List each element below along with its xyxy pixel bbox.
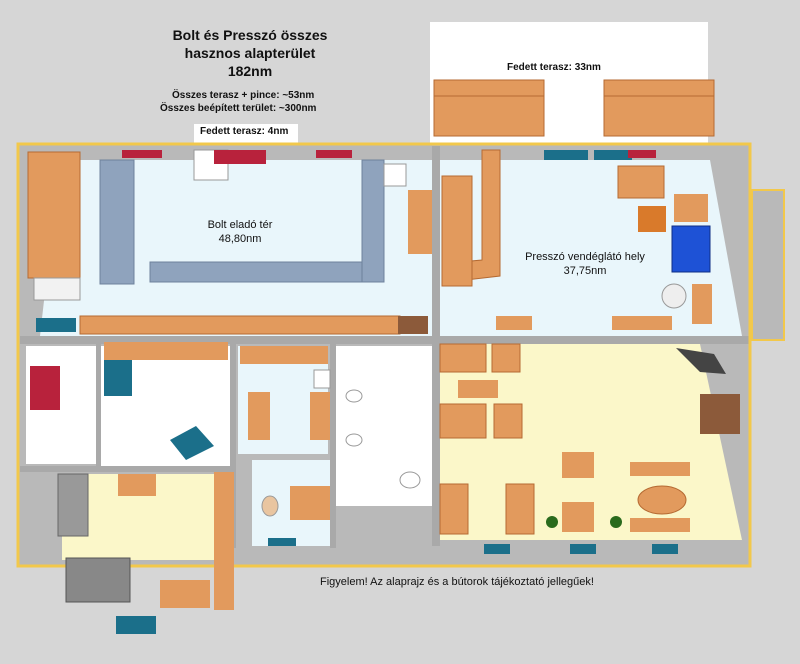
- shop-area: 48,80nm: [218, 233, 262, 245]
- round-table: [661, 283, 687, 309]
- lounge-chair-2: [493, 403, 523, 439]
- window-5: [628, 150, 656, 158]
- blue-armchair: [671, 225, 711, 273]
- horizontal-wall: [20, 336, 750, 344]
- oval-table: [637, 485, 687, 515]
- office-desk-2: [160, 580, 210, 608]
- title: Bolt és Presszó összes hasznos alapterül…: [150, 26, 350, 80]
- kitchen-cabinet-2: [310, 392, 330, 440]
- gondola-1: [99, 159, 135, 285]
- title-line-1: Bolt és Presszó összes: [172, 27, 328, 43]
- title-line-3: 182nm: [227, 63, 273, 79]
- large-terrace-label: Fedett terasz: 33nm: [507, 62, 601, 73]
- lounge-window-2: [570, 544, 596, 554]
- plant-1: [546, 516, 558, 528]
- toilet-2: [345, 389, 363, 403]
- lounge-door: [700, 394, 740, 434]
- lounge-chairs-row-2: [630, 518, 690, 532]
- window-2: [316, 150, 352, 158]
- lounge-chair-1: [491, 343, 521, 373]
- lounge-chair-5: [562, 452, 594, 478]
- small-terrace-floor: [194, 124, 298, 144]
- shop-name: Bolt eladó tér: [207, 219, 273, 231]
- lounge-armchair-3: [439, 483, 469, 535]
- door-blue: [36, 318, 76, 332]
- built-area-total: Összes beépített terület: ~300nm: [160, 103, 317, 114]
- cash-desk: [398, 316, 428, 334]
- shop-label: Bolt eladó tér 48,80nm: [200, 218, 280, 246]
- cafe-area: 37,75nm: [563, 265, 607, 277]
- office-window: [116, 616, 156, 634]
- shop-floor: [40, 160, 432, 336]
- tv: [676, 348, 726, 374]
- cafe-chairs-3: [692, 284, 712, 324]
- door-top: [214, 150, 266, 164]
- lounge-window-1: [484, 544, 510, 554]
- bath-window: [268, 538, 296, 546]
- office-sofa: [57, 473, 89, 537]
- store-shelf: [104, 342, 228, 360]
- toilet-3: [261, 495, 279, 517]
- hall-wall: [96, 342, 101, 468]
- terrace-bench-1: [433, 79, 545, 137]
- gondola-3: [361, 159, 385, 283]
- cafe-name: Presszó vendéglátó hely: [525, 251, 645, 263]
- cafe-label: Presszó vendéglátó hely 37,75nm: [520, 250, 650, 278]
- title-line-2: hasznos alapterület: [184, 45, 316, 61]
- window-4: [594, 150, 632, 160]
- office-wardrobe: [214, 472, 234, 610]
- lounge-window-3: [652, 544, 678, 554]
- store-window: [104, 360, 132, 396]
- gondola-2: [149, 261, 383, 283]
- lounge-sofa-2: [439, 403, 487, 439]
- shop-right-shelf: [408, 190, 432, 254]
- terrace-bench-2: [603, 79, 715, 137]
- mid-wall-2: [330, 342, 336, 548]
- lounge-chairs-row: [630, 462, 690, 476]
- kitchen-cabinet: [248, 392, 270, 440]
- mid-wall: [230, 342, 236, 548]
- window-3: [544, 150, 588, 160]
- lounge-armchair-4: [505, 483, 535, 535]
- kitchen-top: [240, 346, 328, 364]
- sink: [399, 471, 421, 489]
- lounge-table-1: [458, 380, 498, 398]
- shower: [290, 486, 330, 520]
- shelf-left: [27, 151, 81, 279]
- office-desk: [118, 474, 156, 496]
- small-terrace-label: Fedett terasz: 4nm: [200, 126, 289, 137]
- back-bar: [441, 175, 473, 287]
- store-door: [170, 426, 214, 460]
- office-wall: [20, 466, 232, 472]
- appliance: [383, 163, 407, 187]
- side-terrace: [751, 189, 785, 341]
- lounge-sofa-1: [439, 343, 487, 373]
- counter-bottom: [79, 315, 401, 335]
- stove: [313, 369, 331, 389]
- office-bed: [65, 557, 131, 603]
- hall-door: [30, 366, 60, 410]
- divider-wall: [432, 146, 440, 546]
- armchair: [674, 194, 708, 222]
- cafe-chairs: [612, 316, 672, 330]
- cafe-chairs-2: [496, 316, 532, 330]
- fridge: [33, 277, 81, 301]
- disclaimer-note: Figyelem! Az alaprajz és a bútorok tájék…: [320, 576, 594, 588]
- cafe-table: [638, 206, 666, 232]
- plant-2: [610, 516, 622, 528]
- toilet-1: [345, 433, 363, 447]
- lounge-chair-6: [562, 502, 594, 532]
- sofa-cafe: [617, 165, 665, 199]
- window-1: [122, 150, 162, 158]
- terrace-cellar-total: Összes terasz + pince: ~53nm: [172, 90, 315, 101]
